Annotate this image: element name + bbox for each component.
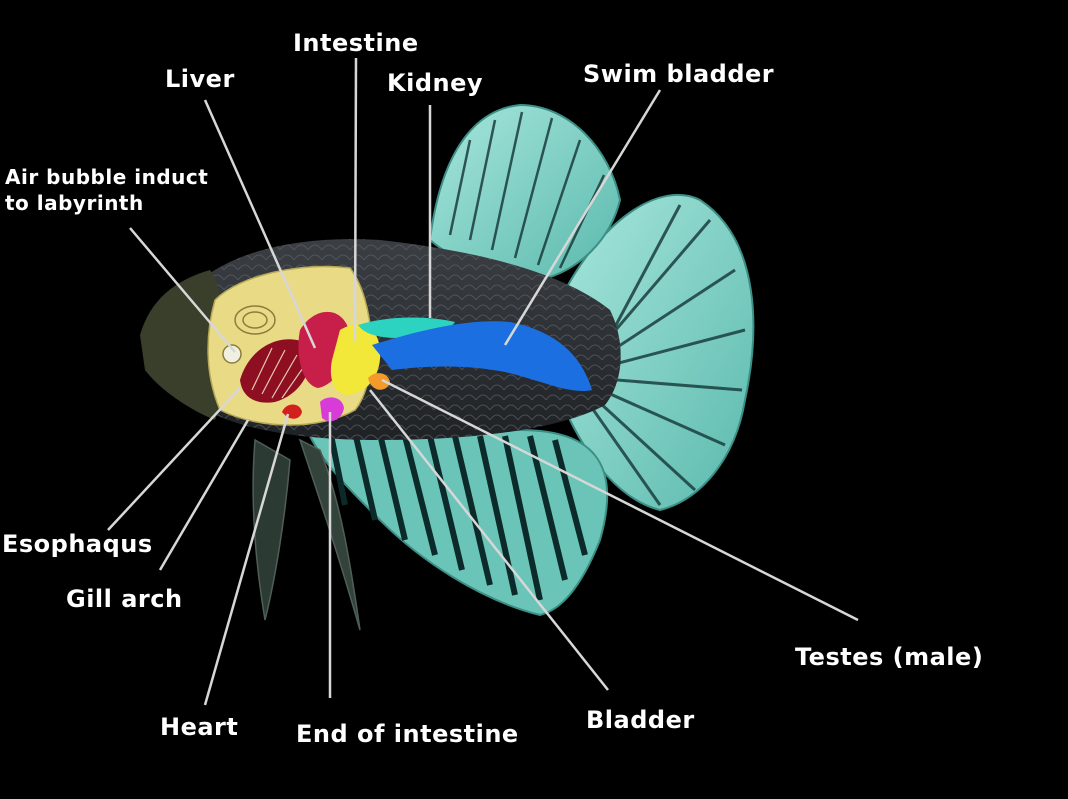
label-intestine: Intestine <box>293 29 419 57</box>
label-esophagus: Esophaqus <box>2 530 153 558</box>
label-heart: Heart <box>160 713 239 741</box>
tail-fin <box>558 194 755 512</box>
testes-pointer <box>381 378 859 622</box>
gill-arch-pointer <box>158 419 250 571</box>
heart-pointer <box>203 413 290 706</box>
label-swim-bladder: Swim bladder <box>583 60 775 88</box>
label-testes: Testes (male) <box>795 643 984 671</box>
anal-fin <box>298 408 609 617</box>
pelvic-fin-2 <box>298 438 361 631</box>
pelvic-fin <box>252 438 291 621</box>
label-bladder: Bladder <box>586 706 695 734</box>
label-air-bubble-line1: Air bubble induct <box>5 165 209 189</box>
label-air-bubble-line2: to labyrinth <box>5 191 144 215</box>
liver-pointer <box>203 99 317 349</box>
label-kidney: Kidney <box>387 69 484 97</box>
label-end-of-intestine: End of intestine <box>296 720 519 748</box>
label-liver: Liver <box>165 65 235 93</box>
esophagus-pointer <box>107 387 241 531</box>
intestine-pointer <box>353 57 358 343</box>
pointer-lines <box>107 57 859 706</box>
swim-bladder-pointer <box>503 89 662 346</box>
anatomy-cutaway <box>207 265 592 426</box>
label-gill-arch: Gill arch <box>66 585 183 613</box>
bladder-pointer <box>369 389 609 691</box>
air-bubble-pointer <box>129 227 236 353</box>
fish-head <box>140 270 226 420</box>
